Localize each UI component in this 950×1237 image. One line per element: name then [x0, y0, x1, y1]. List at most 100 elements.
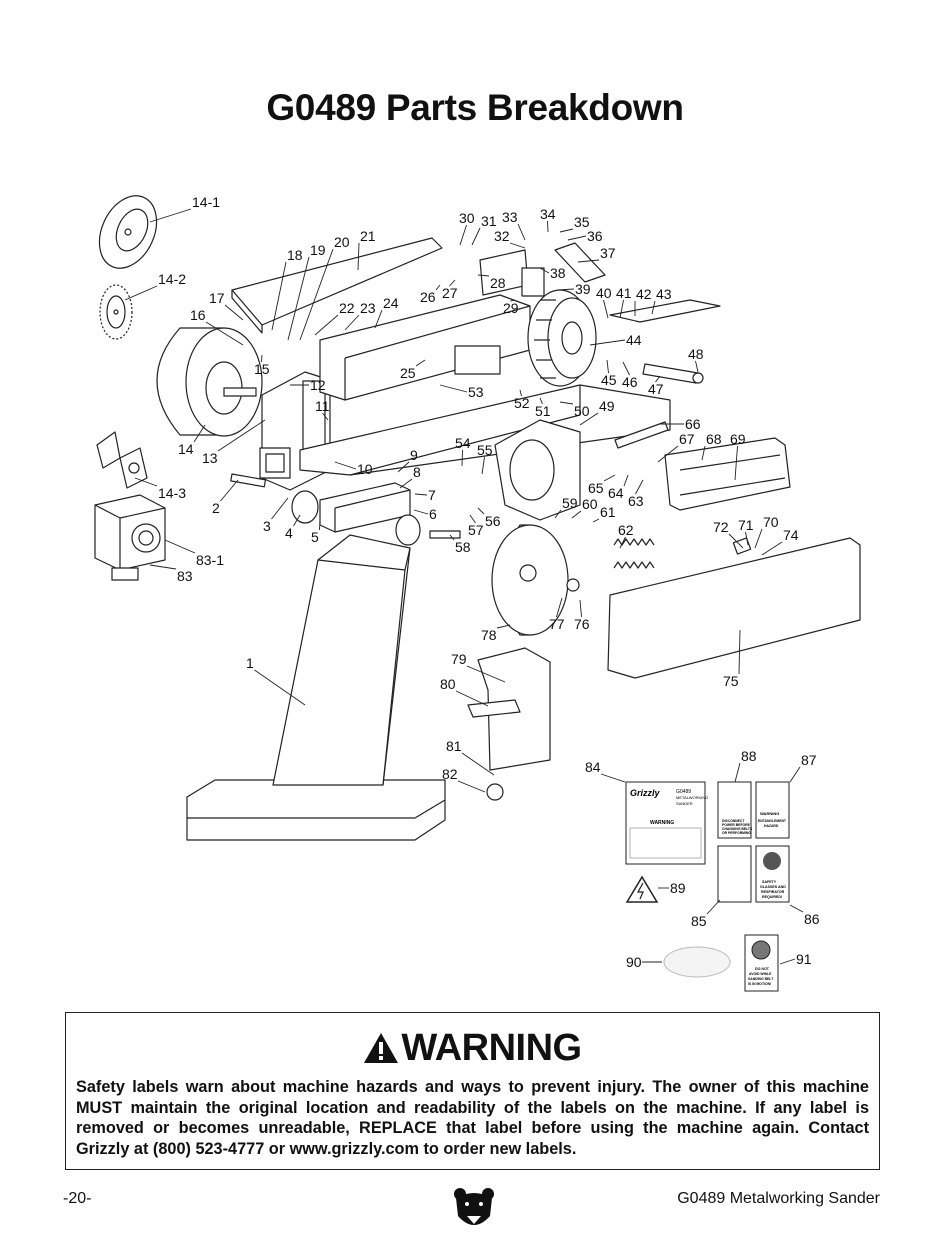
callout-leader-line — [461, 449, 463, 467]
part-callout-62: 62 — [618, 522, 634, 538]
callout-leader-line — [261, 354, 263, 363]
prohibition-icon — [751, 940, 771, 960]
part-callout-46: 46 — [622, 374, 638, 390]
part-callout-12: 12 — [310, 377, 326, 393]
callout-leader-line — [701, 445, 706, 461]
part-callout-21: 21 — [360, 228, 376, 244]
callout-leader-line — [459, 224, 467, 246]
callout-leader-line — [399, 478, 413, 489]
part-callout-51: 51 — [535, 403, 551, 419]
page-number: -20- — [63, 1190, 92, 1207]
callout-leader-line — [539, 267, 550, 274]
callout-leader-line — [344, 314, 360, 331]
idler-plate-part — [494, 419, 581, 521]
pedestal-part — [186, 534, 446, 841]
part-callout-38: 38 — [550, 265, 566, 281]
callout-leader-line — [728, 533, 744, 549]
disconnect-label — [717, 781, 752, 839]
svg-text:OR PERFORMING: OR PERFORMING — [722, 831, 751, 835]
callout-leader-line — [435, 284, 441, 291]
part-callout-60: 60 — [582, 496, 598, 512]
callout-leader-line — [589, 339, 626, 346]
svg-text:CHANGING BELTS: CHANGING BELTS — [722, 827, 753, 831]
callout-leader-line — [754, 528, 763, 549]
part-callout-4: 4 — [285, 525, 293, 541]
svg-text:SAFETY: SAFETY — [762, 880, 777, 884]
callout-leader-line — [559, 228, 574, 233]
callout-leader-line — [477, 507, 485, 515]
callout-leader-line — [293, 514, 301, 527]
model-plate-label — [625, 781, 706, 865]
part-callout-29: 29 — [503, 300, 519, 316]
part-callout-11: 11 — [315, 398, 330, 414]
part-callout-32: 32 — [494, 228, 510, 244]
bolt-part — [230, 473, 267, 488]
part-callout-13: 13 — [202, 450, 218, 466]
part-callout-23: 23 — [360, 300, 376, 316]
junction-box-part — [96, 431, 148, 489]
callout-leader-line — [657, 445, 679, 463]
svg-text:WARNING: WARNING — [760, 811, 779, 816]
respirator-face-icon — [763, 852, 781, 870]
part-callout-91: 91 — [796, 951, 812, 967]
part-callout-6: 6 — [429, 506, 437, 522]
part-callout-9: 9 — [410, 447, 418, 463]
callout-leader-line — [271, 497, 289, 520]
callout-leader-line — [738, 629, 741, 675]
svg-text:HAZARD: HAZARD — [764, 824, 779, 828]
callout-leader-line — [579, 599, 582, 618]
part-callout-80: 80 — [440, 676, 456, 692]
svg-text:SANDER: SANDER — [676, 801, 693, 806]
callout-leader-line — [314, 314, 339, 336]
part-callout-77: 77 — [549, 616, 565, 632]
callout-leader-line — [547, 220, 549, 233]
part-callout-90: 90 — [626, 954, 642, 970]
callout-leader-line — [779, 958, 796, 965]
part-callout-76: 76 — [574, 616, 590, 632]
callout-leader-line — [477, 274, 490, 277]
callout-leader-line — [205, 321, 244, 346]
part-callout-19: 19 — [310, 242, 326, 258]
shaft-part — [642, 363, 704, 384]
small-plate-part — [521, 267, 545, 297]
callout-leader-line — [413, 509, 429, 515]
callout-leader-line — [557, 288, 575, 291]
part-callout-34: 34 — [540, 206, 556, 222]
callout-leader-line — [217, 419, 266, 452]
part-callout-24: 24 — [383, 295, 399, 311]
part-callout-45: 45 — [601, 372, 617, 388]
part-callout-39: 39 — [575, 281, 591, 297]
fan-part — [99, 284, 133, 340]
callout-leader-line — [439, 384, 468, 393]
part-callout-68: 68 — [706, 431, 722, 447]
part-callout-43: 43 — [656, 286, 672, 302]
part-callout-87: 87 — [801, 752, 817, 768]
drive-wheel-part — [527, 289, 597, 387]
callout-leader-line — [761, 541, 783, 556]
callout-leader-line — [695, 360, 699, 373]
part-callout-49: 49 — [599, 398, 615, 414]
part-callout-25: 25 — [400, 365, 416, 381]
callout-leader-line — [577, 259, 600, 263]
part-callout-27: 27 — [442, 285, 458, 301]
warning-triangle-icon — [364, 1033, 399, 1063]
callout-leader-line — [471, 227, 481, 246]
part-callout-66: 66 — [685, 416, 701, 432]
grizzly-logo-label — [663, 946, 731, 978]
part-callout-70: 70 — [763, 514, 779, 530]
callout-leader-line — [635, 479, 644, 495]
part-callout-26: 26 — [420, 289, 436, 305]
callout-leader-line — [466, 665, 506, 683]
callout-leader-line — [592, 518, 600, 523]
part-callout-14: 14 — [178, 441, 194, 457]
callout-leader-line — [322, 412, 329, 421]
part-callout-71: 71 — [738, 517, 754, 533]
callout-leader-line — [789, 904, 804, 913]
svg-text:POWER BEFORE: POWER BEFORE — [722, 823, 751, 827]
part-callout-37: 37 — [600, 245, 616, 261]
part-callout-65: 65 — [588, 480, 604, 496]
callout-leader-line — [567, 235, 587, 241]
tension-arm-part — [614, 421, 669, 449]
brand-text: Grizzly — [630, 788, 661, 798]
part-callout-7: 7 — [428, 487, 436, 503]
